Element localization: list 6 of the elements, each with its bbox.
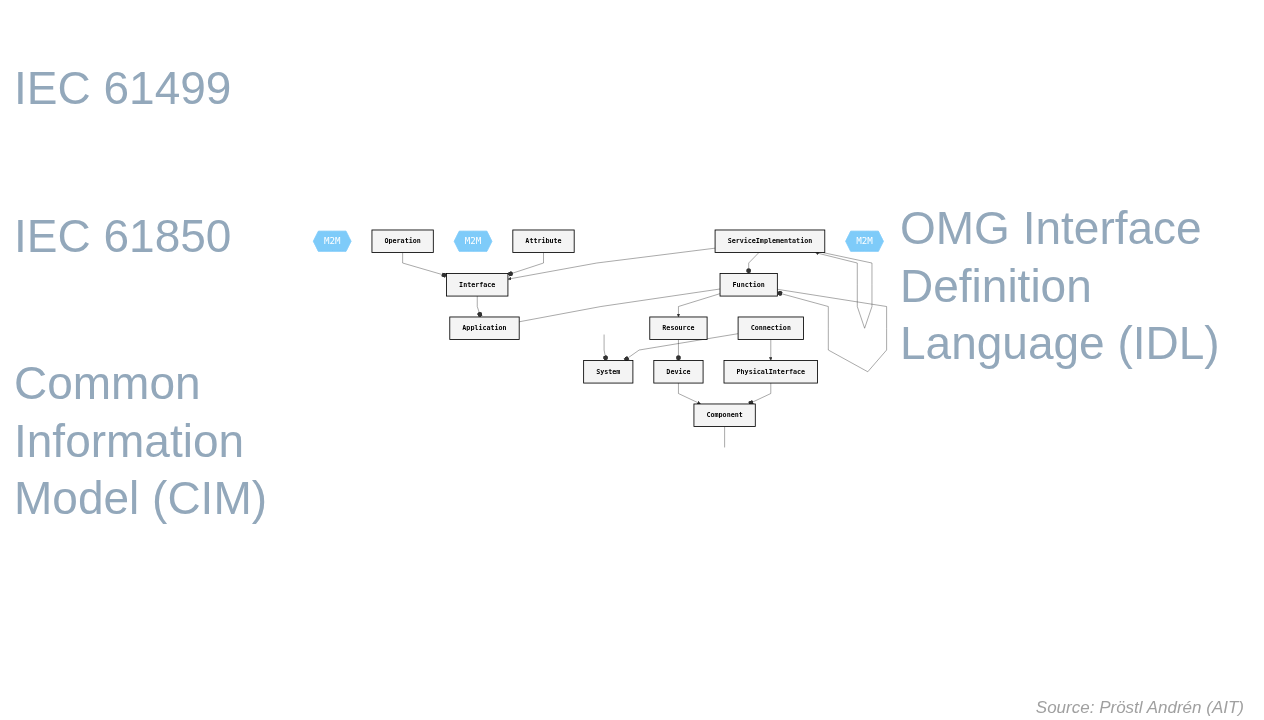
standard-label: Common Information Model (CIM) xyxy=(14,356,269,526)
standard-label: OMG Interface Definition Language (IDL) xyxy=(900,201,1221,371)
connector xyxy=(724,426,725,448)
standard-label: IEC 61499 xyxy=(14,61,233,116)
standard-label: IEC 61850 xyxy=(14,208,233,264)
source-caption: Source: Pröstl Andrén (AIT) xyxy=(1035,698,1244,718)
